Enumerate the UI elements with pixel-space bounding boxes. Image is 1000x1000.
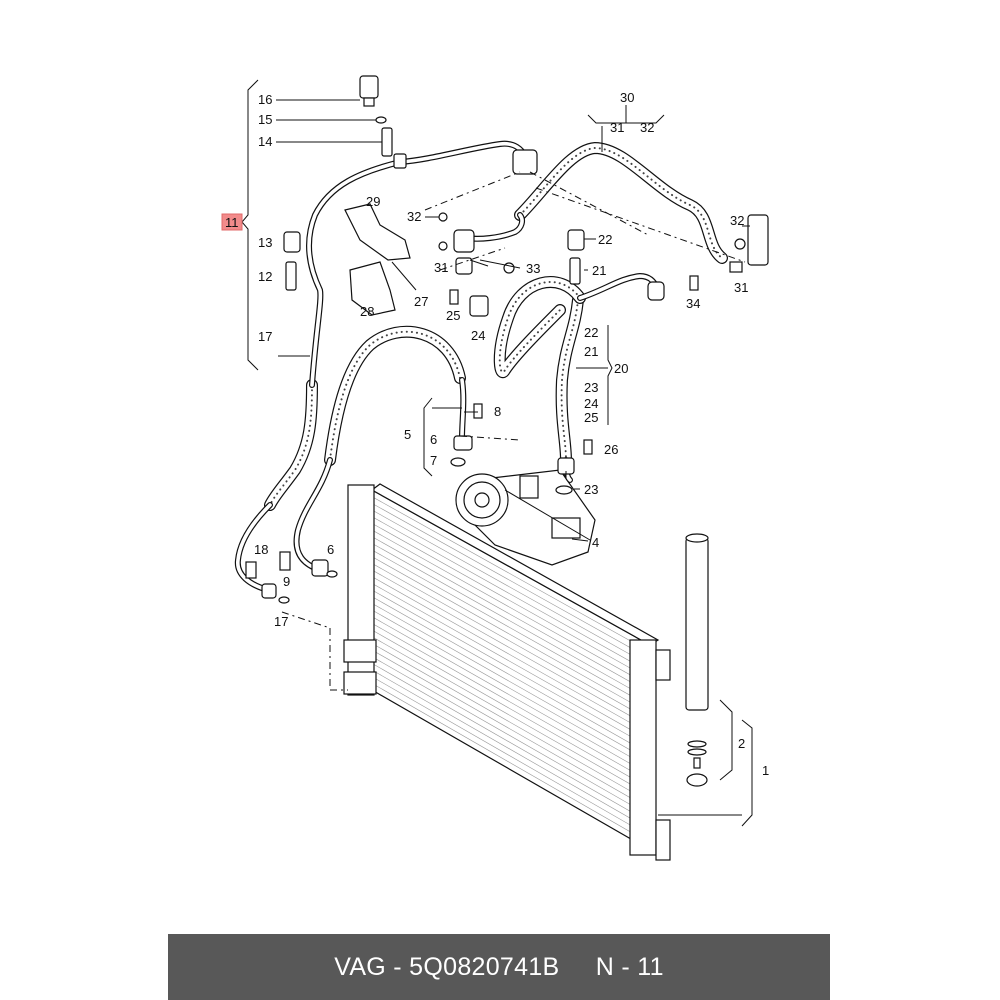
callout-26: 26 <box>604 442 618 457</box>
callout-33: 33 <box>526 261 540 276</box>
condenser-fin <box>371 643 651 803</box>
condenser-fin <box>371 663 651 823</box>
callout-15: 15 <box>258 112 272 127</box>
callout-6-group: 6 <box>430 432 437 447</box>
condenser-fin <box>371 569 651 728</box>
caption-brand: VAG <box>334 952 387 981</box>
condenser-fin <box>371 616 651 776</box>
condenser-fin <box>371 596 651 755</box>
callout-21-top: 21 <box>592 263 606 278</box>
callout-4: 4 <box>592 535 599 550</box>
hoses <box>264 142 728 511</box>
callout-21-group: 21 <box>584 344 598 359</box>
callout-24-top: 24 <box>471 328 485 343</box>
callout-25-top: 25 <box>446 308 460 323</box>
condenser-fin <box>371 509 651 666</box>
callout-16: 16 <box>258 92 272 107</box>
condenser-fin <box>371 556 651 714</box>
caption-bar: VAG - 5Q0820741B N - 11 <box>168 934 830 1000</box>
highlight-box <box>221 213 243 231</box>
callout-22-top: 22 <box>598 232 612 247</box>
condenser-fin <box>371 583 651 741</box>
callout-7: 7 <box>430 453 437 468</box>
condenser-fin <box>371 496 651 653</box>
callout-31-left: 31 <box>434 260 448 275</box>
condenser-fin <box>371 536 651 694</box>
condenser-fin <box>371 563 651 721</box>
condenser-fin <box>371 589 651 748</box>
callout-30: 30 <box>620 90 634 105</box>
condenser-fin <box>371 529 651 687</box>
callout-17-upper: 17 <box>258 329 272 344</box>
condenser-fin <box>371 543 651 700</box>
caption-gap <box>560 953 596 982</box>
condenser-fin <box>371 576 651 735</box>
condenser-fin <box>371 523 651 680</box>
callout-20: 20 <box>614 361 628 376</box>
callout-11: 11 <box>225 215 239 230</box>
callout-17-lower: 17 <box>274 614 288 629</box>
callout-23-group: 23 <box>584 380 598 395</box>
callout-9: 9 <box>283 574 290 589</box>
condenser-fin <box>371 516 651 673</box>
callout-13: 13 <box>258 235 272 250</box>
condenser-fin <box>371 683 651 844</box>
callout-23-bottom: 23 <box>584 482 598 497</box>
caption-part-number: 5Q0820741B <box>409 952 560 981</box>
condenser-fin <box>371 603 651 762</box>
callout-25-group: 25 <box>584 410 598 425</box>
callout-18: 18 <box>254 542 268 557</box>
callout-27: 27 <box>414 294 428 309</box>
condenser-fin <box>371 669 651 830</box>
callout-14: 14 <box>258 134 272 149</box>
callout-labels: 16 15 14 11 13 12 17 29 32 31 33 27 28 2… <box>225 90 769 778</box>
condenser-fin <box>371 636 651 796</box>
callout-32-group: 32 <box>640 120 654 135</box>
callout-34: 34 <box>686 296 700 311</box>
callout-29: 29 <box>366 194 380 209</box>
condenser-fin <box>371 503 651 659</box>
condenser-fin <box>371 623 651 782</box>
callout-1: 1 <box>762 763 769 778</box>
condenser-fin <box>371 629 651 789</box>
callout-31-right: 31 <box>734 280 748 295</box>
callout-6-bottom: 6 <box>327 542 334 557</box>
condenser-fin <box>371 656 651 817</box>
callout-24-group: 24 <box>584 396 598 411</box>
caption-ref: N - 11 <box>595 952 664 981</box>
callout-32-left: 32 <box>407 209 421 224</box>
condenser-fin <box>371 609 651 769</box>
callout-32-right: 32 <box>730 213 744 228</box>
callout-5: 5 <box>404 427 411 442</box>
callout-8: 8 <box>494 404 501 419</box>
drier-cartridge <box>685 533 709 787</box>
condenser-fin <box>371 676 651 837</box>
condenser-fin <box>371 649 651 810</box>
callout-22-group: 22 <box>584 325 598 340</box>
caption-separator: - <box>386 952 410 981</box>
condenser <box>343 483 671 861</box>
small-parts <box>245 75 769 604</box>
callout-2: 2 <box>738 736 745 751</box>
condenser-fin <box>371 549 651 707</box>
callout-12: 12 <box>258 269 272 284</box>
callout-28: 28 <box>360 304 374 319</box>
callout-31-group: 31 <box>610 120 624 135</box>
